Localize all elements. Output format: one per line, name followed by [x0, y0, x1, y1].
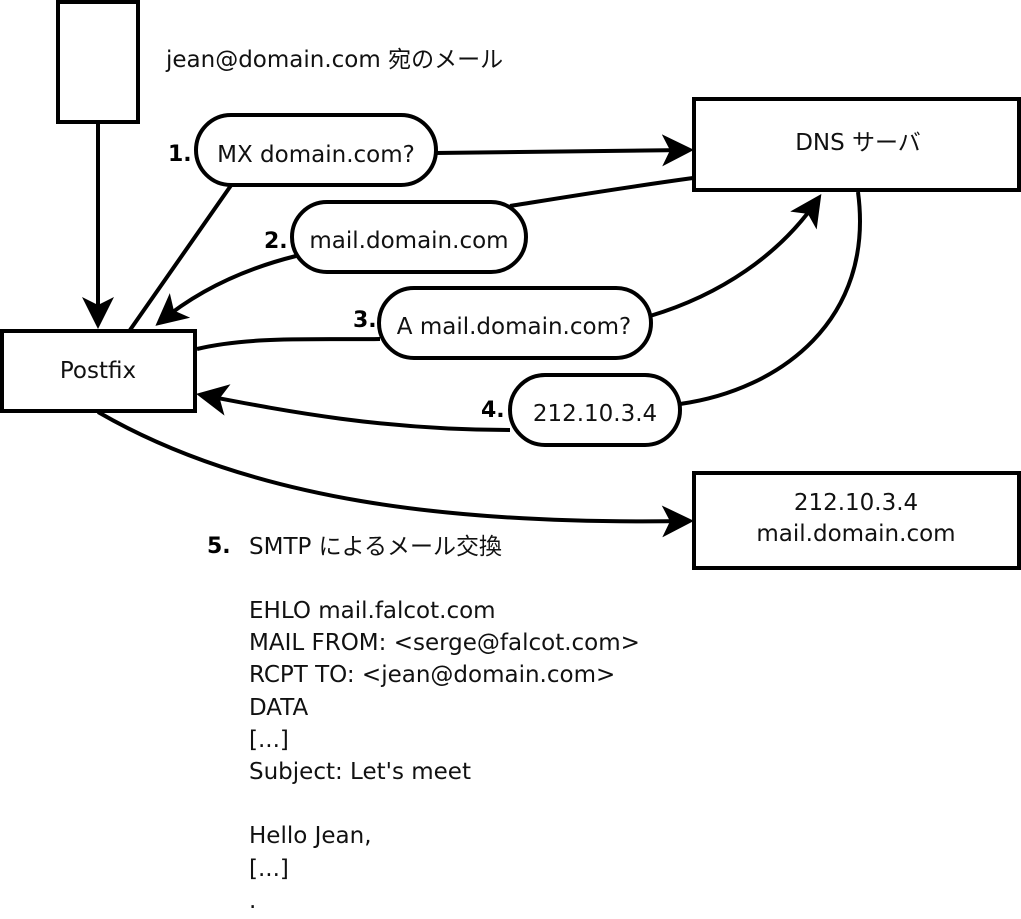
smtp-title: SMTP によるメール交換 — [249, 534, 502, 560]
step2-number: 2. — [264, 229, 288, 254]
step4-label: 212.10.3.4 — [533, 401, 657, 427]
smtp-line: [...] — [249, 726, 289, 753]
step4-pill — [508, 373, 682, 447]
smtp-title-row: 5. SMTP によるメール交換 — [207, 531, 769, 563]
smtp-line: MAIL FROM: <serge@falcot.com> — [249, 630, 640, 657]
dns-server-box — [692, 97, 1021, 192]
mail-server-ip: 212.10.3.4 — [794, 490, 918, 516]
smtp-line — [249, 788, 769, 820]
smtp-line: [...] — [249, 855, 289, 882]
step3-pill — [377, 286, 653, 360]
envelope-caption: jean@domain.com 宛のメール — [165, 47, 503, 73]
reply-mx-arrow — [160, 176, 694, 322]
step1-label: MX domain.com? — [217, 142, 415, 168]
step1-pill — [194, 113, 438, 187]
step2-label: mail.domain.com — [309, 228, 508, 254]
smtp-exchange-text: 5. SMTP によるメール交換 EHLO mail.falcot.com MA… — [207, 531, 769, 917]
mail-server-box — [692, 471, 1021, 570]
step3-number: 3. — [353, 308, 377, 333]
step3-label: A mail.domain.com? — [397, 314, 631, 340]
smtp-line: Subject: Let's meet — [249, 758, 471, 785]
step2-pill — [290, 200, 528, 274]
mail-envelope-box — [56, 0, 140, 124]
mail-server-host: mail.domain.com — [756, 521, 955, 547]
smtp-line: DATA — [249, 694, 309, 721]
smtp-line: . — [249, 887, 257, 914]
smtp-line: Hello Jean, — [249, 823, 372, 850]
smtp-line: RCPT TO: <jean@domain.com> — [249, 662, 616, 689]
step4-number: 4. — [481, 398, 505, 423]
query-a-arrow — [196, 199, 818, 351]
reply-a-arrow — [202, 191, 862, 432]
smtp-exchange-arrow — [96, 410, 694, 538]
step5-number: 5. — [207, 534, 231, 559]
dns-server-label: DNS サーバ — [795, 130, 921, 156]
step1-number: 1. — [168, 142, 192, 167]
postfix-label: Postfix — [60, 358, 136, 384]
postfix-box — [0, 329, 197, 413]
smtp-line: EHLO mail.falcot.com — [249, 598, 496, 624]
